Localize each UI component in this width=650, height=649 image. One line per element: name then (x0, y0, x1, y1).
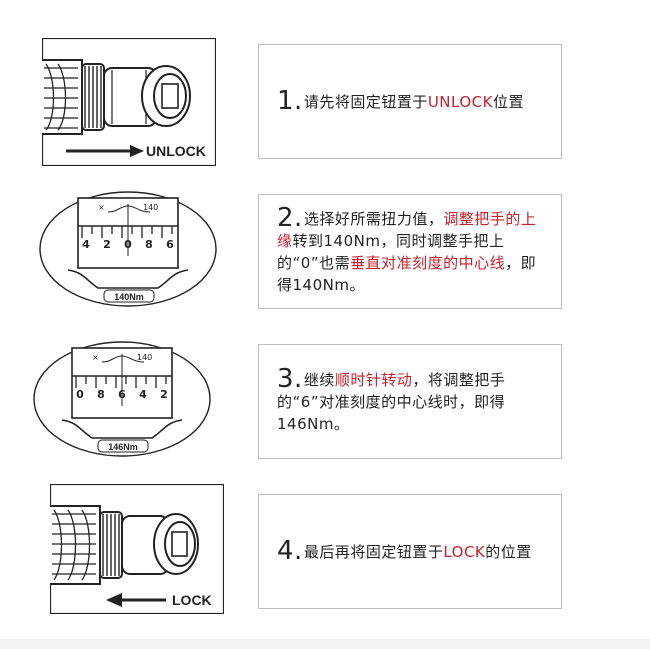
scale-mark: 140 (137, 353, 152, 362)
tick-label: 0 (76, 388, 84, 401)
step-text-part: 选择好所需扭力值， (303, 210, 444, 228)
step-text-part: 转到140Nm，同时调整手把上的“0”也需 (277, 232, 505, 272)
tick-label: 8 (145, 238, 153, 251)
tick-label: 2 (103, 238, 111, 251)
step-1-text: 1.请先将固定钮置于UNLOCK位置 (259, 88, 536, 114)
step-highlight: 顺时针转动 (334, 371, 413, 389)
tick-label: 6 (166, 238, 174, 251)
scale-146-illustration: × 140 0 8 6 4 2 146Nm (32, 340, 212, 458)
tick-label: 2 (160, 388, 168, 401)
step-3-text: 3.继续顺时针转动，将调整把手的“6”对准刻度的中心线时，即得146Nm。 (259, 366, 561, 435)
step-2-box: 2.选择好所需扭力值，调整把手的上缘转到140Nm，同时调整手把上的“0”也需垂… (258, 194, 562, 309)
tick-label: 0 (124, 238, 132, 251)
lock-illustration: LOCK (50, 484, 224, 614)
reading-label: 146Nm (108, 442, 138, 452)
tick-label: 4 (139, 388, 147, 401)
scale-mark: × (98, 203, 105, 212)
step-highlight: LOCK (443, 543, 486, 561)
step-number: 1. (277, 86, 303, 116)
step-1-box: 1.请先将固定钮置于UNLOCK位置 (258, 44, 562, 159)
scale-140-illustration: × 140 4 2 0 8 6 140Nm (38, 190, 218, 308)
step-text-part: 最后再将固定钮置于 (303, 543, 444, 561)
reading-label: 140Nm (114, 292, 144, 302)
scale-mark: 140 (143, 203, 158, 212)
step-number: 3. (277, 364, 303, 394)
footer-divider (0, 639, 650, 649)
tick-label: 8 (97, 388, 105, 401)
step-highlight: 调整把手的上缘 (277, 210, 537, 250)
step-highlight: 垂直对准刻度的中心线 (350, 254, 506, 272)
step-number: 2. (277, 203, 303, 233)
unlock-label: UNLOCK (146, 143, 206, 159)
step-4-box: 4.最后再将固定钮置于LOCK的位置 (258, 494, 562, 609)
step-text-part: 位置 (492, 93, 524, 111)
tick-label: 6 (118, 388, 126, 401)
tick-label: 4 (82, 238, 90, 251)
step-text-part: 的位置 (485, 543, 532, 561)
step-text-part: 请先将固定钮置于 (303, 93, 428, 111)
scale-mark: × (92, 353, 99, 362)
step-text-part: ，将调整把手的“6”对准刻度的中心线时，即得146Nm。 (277, 371, 506, 433)
lock-label: LOCK (172, 592, 212, 608)
step-4-text: 4.最后再将固定钮置于LOCK的位置 (259, 538, 544, 564)
step-number: 4. (277, 536, 303, 566)
step-highlight: UNLOCK (427, 93, 493, 111)
step-text-part: 继续 (303, 371, 335, 389)
step-text-part: ，即得140Nm。 (277, 254, 537, 294)
step-2-text: 2.选择好所需扭力值，调整把手的上缘转到140Nm，同时调整手把上的“0”也需垂… (259, 205, 561, 296)
step-3-box: 3.继续顺时针转动，将调整把手的“6”对准刻度的中心线时，即得146Nm。 (258, 344, 562, 459)
unlock-illustration: UNLOCK (42, 38, 216, 166)
